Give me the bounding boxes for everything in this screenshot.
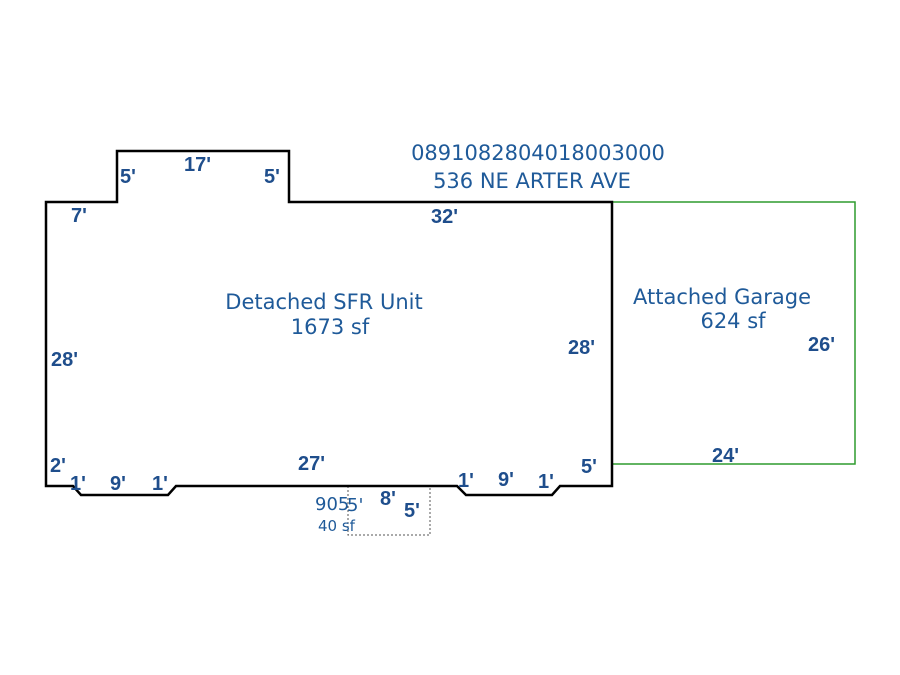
dim-bottom-mid: 27' — [298, 453, 325, 475]
property-address: 536 NE ARTER AVE — [433, 169, 631, 193]
parcel-number: 0891082804018003000 — [411, 141, 665, 165]
garage-outline — [612, 201, 856, 465]
dim-bump-left: 5' — [120, 166, 136, 188]
dim-porch-width: 8' — [380, 488, 396, 510]
house-area: 1673 sf — [291, 315, 370, 339]
dim-top-left: 7' — [71, 205, 87, 227]
porch-code: 905 — [315, 494, 349, 515]
dim-top-main: 32' — [431, 206, 458, 228]
garage-area: 624 sf — [700, 309, 766, 333]
porch-outline — [347, 486, 431, 536]
dim-bottom-left-step: 2' — [50, 455, 66, 477]
dim-left-side: 28' — [51, 349, 78, 371]
dim-bl-chamfer-2: 1' — [152, 473, 168, 495]
garage-name: Attached Garage — [633, 285, 811, 309]
dim-garage-side: 26' — [808, 334, 835, 356]
dim-br-chamfer-2: 1' — [538, 471, 554, 493]
dim-bottom-right-step: 5' — [581, 456, 597, 478]
house-outline — [44, 149, 614, 497]
dim-bl-chamfer-1: 1' — [70, 473, 86, 495]
dim-br-chamfer-1: 1' — [458, 470, 474, 492]
dim-bump-top: 17' — [184, 154, 211, 176]
dim-bl-run: 9' — [110, 473, 126, 495]
dim-porch-left: 5' — [347, 495, 363, 516]
dim-br-run: 9' — [498, 469, 514, 491]
dim-garage-bottom: 24' — [712, 445, 739, 467]
dim-porch-right: 5' — [404, 500, 420, 522]
porch-area: 40 sf — [318, 517, 356, 535]
dim-bump-right: 5' — [264, 166, 280, 188]
dim-right-side: 28' — [568, 337, 595, 359]
house-name: Detached SFR Unit — [225, 290, 422, 314]
